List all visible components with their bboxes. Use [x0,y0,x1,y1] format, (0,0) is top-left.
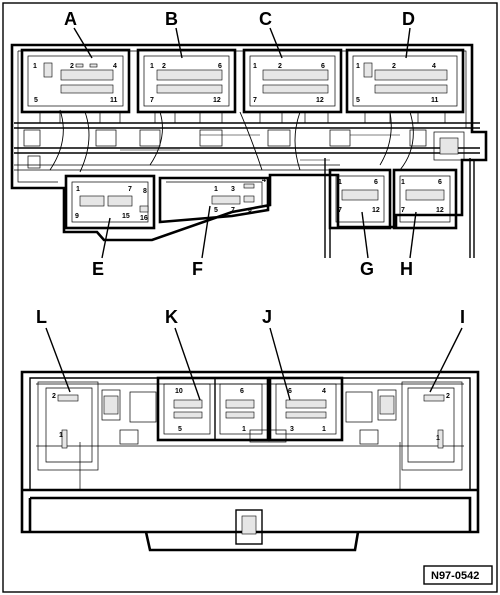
latch-clip [249,429,287,443]
connector-e-pin-8: 8 [143,188,147,195]
label-g: G [360,259,374,279]
lower-component: 2 1 2 1 10 6 [20,370,480,552]
connector-g-pin-7: 7 [338,207,342,214]
connector-k-pin-6: 6 [240,388,244,395]
connector-l-pin-1: 1 [59,432,63,439]
connector-c-pin-7: 7 [253,97,257,104]
connector-b-pin-1: 1 [150,63,154,70]
connector-g-pin-12: 12 [372,207,380,214]
connector-b-pin-7: 7 [150,97,154,104]
connector-d: 1 2 4 5 11 [345,48,465,123]
connector-a: 1 2 4 5 11 [20,48,131,123]
connector-e: 1 7 8 9 15 16 [64,174,156,230]
connector-f-pin-8: 8 [248,209,252,216]
connector-g-pin-1: 1 [338,179,342,186]
connector-l-pin-2: 2 [52,393,56,400]
connector-c-pin-1: 1 [253,63,257,70]
connector-a-pin-5: 5 [34,97,38,104]
connector-a-pin-2: 2 [70,63,74,70]
connector-d-pin-2: 2 [392,63,396,70]
connector-e-pin-7: 7 [128,186,132,193]
connector-k-pin-10: 10 [175,388,183,395]
label-h: H [400,259,413,279]
connector-h-pin-7: 7 [401,207,405,214]
reference-box: N97-0542 [423,565,493,585]
connector-b-pin-12: 12 [213,97,221,104]
connector-k: 10 6 5 1 [156,376,270,442]
connector-a-pin-1: 1 [33,63,37,70]
connector-j-pin-4: 4 [322,388,326,395]
connector-e-pin-16: 16 [140,215,148,222]
connector-a-pin-11: 11 [110,97,118,104]
connector-f-pin-3: 3 [231,186,235,193]
connector-d-pin-1: 1 [356,63,360,70]
carrier-details [23,109,465,173]
release-tab [235,509,263,545]
connector-b-pin-2: 2 [162,63,166,70]
connector-d-pin-5: 5 [356,97,360,104]
connector-h-pin-12: 12 [436,207,444,214]
connector-b: 1 2 6 7 12 [136,48,237,123]
connector-j-pin-1: 1 [322,426,326,433]
connector-f-pin-1: 1 [214,186,218,193]
connector-c-pin-6: 6 [321,63,325,70]
connector-b-pin-6: 6 [218,63,222,70]
connector-i: 2 1 [345,381,463,471]
connector-f-pin-5: 5 [214,207,218,214]
connector-l: 2 1 [37,381,157,471]
connector-i-pin-1: 1 [436,435,440,442]
upper-callouts: A B C D E F G H [64,9,417,279]
label-l: L [36,307,47,327]
connector-d-pin-11: 11 [431,97,439,104]
label-b: B [165,9,178,29]
label-d: D [402,9,415,29]
connector-e-pin-15: 15 [122,213,130,220]
label-e: E [92,259,104,279]
connector-j: 6 4 3 1 [268,376,344,442]
connector-e-pin-9: 9 [75,213,79,220]
connector-h-pin-1: 1 [401,179,405,186]
connector-c: 1 2 6 7 12 [242,48,343,123]
lower-callouts: L K J I [36,307,465,401]
reference-number: N97-0542 [431,570,479,582]
connector-f-pin-4: 4 [262,177,266,184]
label-i: I [460,307,465,327]
label-j: J [262,307,272,327]
label-a: A [64,9,77,29]
connector-i-pin-2: 2 [446,393,450,400]
upper-component: 1 2 4 5 11 1 2 6 7 12 1 2 [10,43,488,258]
connector-c-pin-12: 12 [316,97,324,104]
connector-j-pin-3: 3 [290,426,294,433]
connector-j-pin-6: 6 [288,388,292,395]
label-f: F [192,259,203,279]
label-k: K [165,307,178,327]
connector-h-pin-6: 6 [438,179,442,186]
connector-a-pin-4: 4 [113,63,117,70]
connector-g-pin-6: 6 [374,179,378,186]
label-c: C [259,9,272,29]
connector-f-pin-7: 7 [231,207,235,214]
connector-k-pin-1: 1 [242,426,246,433]
connector-f: 1 3 4 5 7 8 [158,176,270,224]
connector-h: 1 6 7 12 [392,168,458,230]
connector-d-pin-4: 4 [432,63,436,70]
connector-k-pin-5: 5 [178,426,182,433]
connector-c-pin-2: 2 [278,63,282,70]
connector-e-pin-1: 1 [76,186,80,193]
